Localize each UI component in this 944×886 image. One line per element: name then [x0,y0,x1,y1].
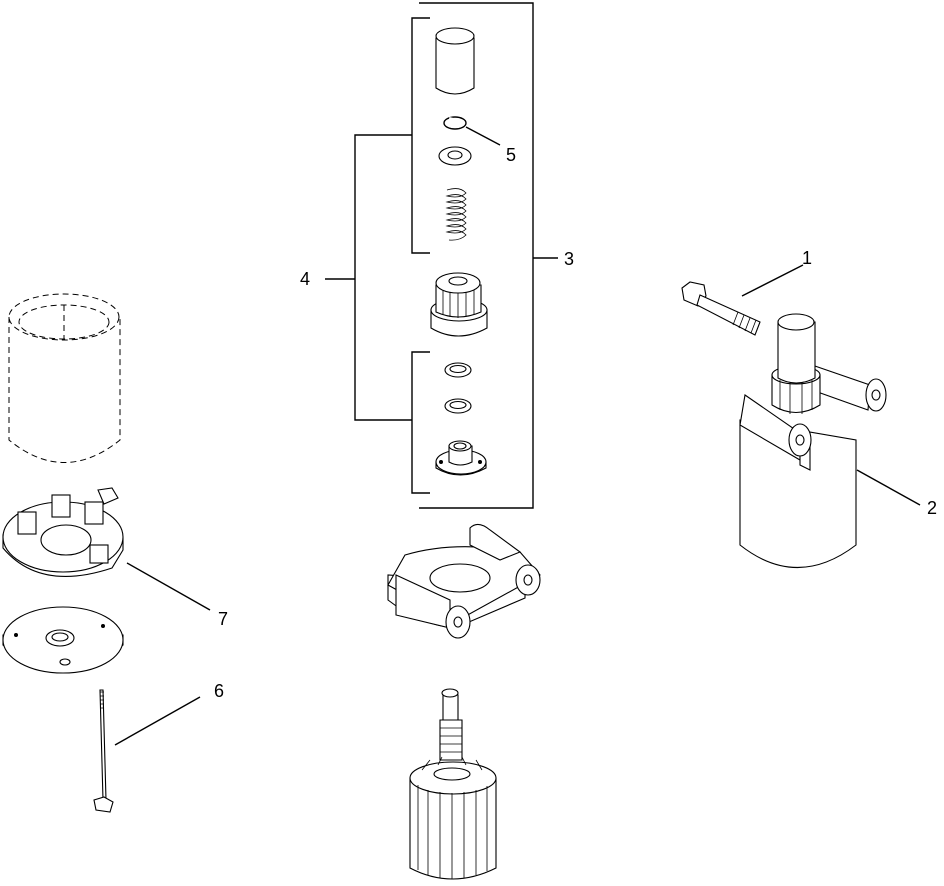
callout-3: 3 [564,249,574,269]
callout-1: 1 [802,248,812,268]
drive-end-cap-part [387,523,541,639]
callout-5: 5 [506,145,516,165]
callout-2: 2 [927,498,937,518]
brush-plate-part [2,487,124,577]
callout-4: 4 [300,269,310,289]
washer-part [438,146,472,166]
sleeve-part [435,27,475,95]
frame-housing-part [8,293,121,463]
bracket-3 [419,2,558,509]
bracket-4 [325,17,430,494]
washer-lower-part [444,398,472,414]
through-bolt-part [93,689,114,813]
end-plate-part [2,606,124,674]
retaining-ring-part [443,116,467,130]
washer-upper-part [444,362,472,378]
leader-lines [114,126,921,746]
stop-collar-part [435,440,487,476]
starter-motor-part [739,313,887,569]
bolt-part [681,281,761,336]
drive-gear-part [430,272,488,337]
callout-6: 6 [214,681,224,701]
armature-part [409,688,497,880]
spring-part [445,188,467,241]
callout-7: 7 [218,609,228,629]
